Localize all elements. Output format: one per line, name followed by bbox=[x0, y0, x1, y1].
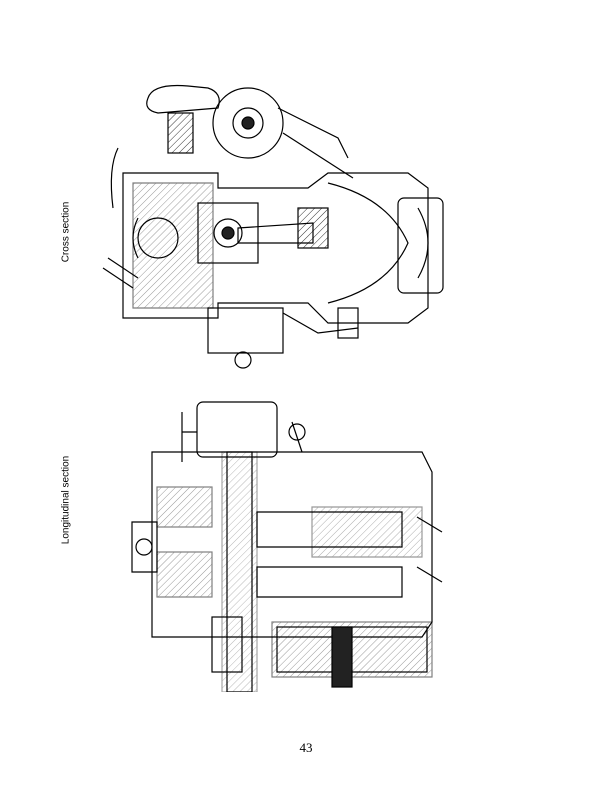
cross-section-drawing bbox=[98, 78, 454, 374]
figure-label-cross-section: Cross section bbox=[60, 201, 72, 263]
page-number: 43 bbox=[299, 740, 313, 755]
figure-label-longitudinal-section: Longitudinal section bbox=[60, 455, 72, 545]
longitudinal-section-drawing bbox=[122, 392, 454, 693]
